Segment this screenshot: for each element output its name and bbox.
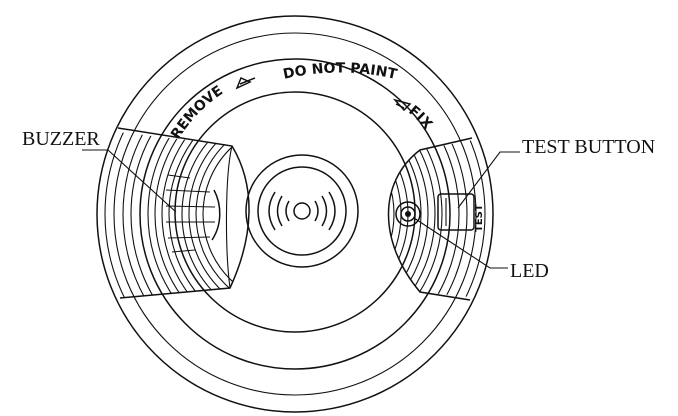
led-indicator bbox=[395, 201, 421, 227]
inner-face bbox=[139, 58, 451, 370]
buzzer-vent-inner-edge bbox=[225, 145, 233, 289]
led-leader-line bbox=[413, 217, 508, 269]
fix-label: FIX bbox=[405, 103, 435, 133]
test-button-leader-line bbox=[457, 151, 520, 209]
center-plate bbox=[174, 91, 416, 333]
test-button[interactable]: TEST bbox=[437, 193, 485, 232]
sensor-chamber bbox=[245, 154, 359, 268]
buzzer-vent-edge bbox=[117, 127, 250, 299]
test-button-embossed-label: TEST bbox=[474, 204, 485, 232]
test-button-callout-label: TEST BUTTON bbox=[522, 136, 655, 158]
buzzer-vent-grille bbox=[104, 130, 248, 300]
do-not-paint-label: DO NOT PAINT bbox=[282, 60, 399, 82]
fix-arrow-icon bbox=[392, 98, 412, 112]
remove-arrow-icon bbox=[235, 76, 256, 90]
buzzer-leader-line bbox=[82, 149, 177, 213]
outer-rim bbox=[96, 15, 494, 413]
test-vent-edge bbox=[387, 137, 473, 301]
outer-rim-inner bbox=[113, 32, 477, 396]
buzzer-icon bbox=[165, 174, 221, 253]
led-callout-label: LED bbox=[510, 260, 549, 282]
buzzer-callout-label: BUZZER bbox=[22, 128, 100, 150]
remove-label: REMOVE bbox=[168, 83, 226, 142]
